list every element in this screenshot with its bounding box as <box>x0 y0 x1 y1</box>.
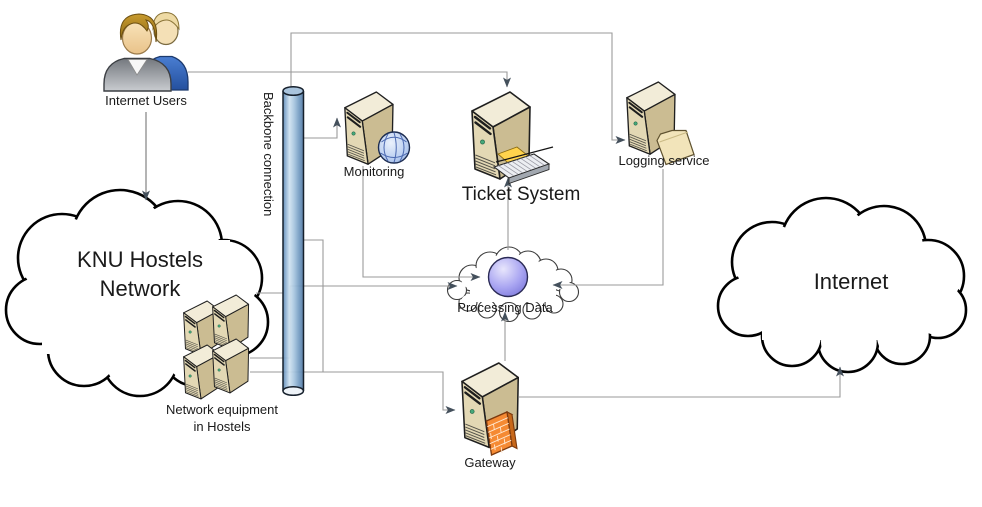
edge-backbone-to-gateway <box>303 239 456 414</box>
internet-users-icon <box>103 11 189 92</box>
keyboard-icon <box>492 146 554 185</box>
monitoring-server-icon <box>343 91 411 166</box>
edge-users-to-ticket <box>188 71 511 88</box>
processing-data-label: Processing Data <box>457 300 553 315</box>
monitoring-label: Monitoring <box>343 164 405 179</box>
connectors <box>142 32 844 414</box>
internet-users-label: Internet Users <box>105 93 187 108</box>
backbone-cylinder-icon <box>282 85 305 397</box>
ticket-system-server-icon <box>470 90 554 185</box>
folder-icon <box>656 129 695 166</box>
logging-service-server-icon <box>625 81 695 166</box>
network-equipment-label: Network equipment in Hostels <box>166 402 278 434</box>
firewall-icon <box>485 411 518 456</box>
internet-label: Internet <box>813 269 889 294</box>
gateway-server-icon <box>460 361 520 456</box>
ticket-system-label: Ticket System <box>461 184 581 205</box>
gateway-label: Gateway <box>464 455 516 470</box>
edge-equipment-to-processing <box>250 282 458 359</box>
edge-monitoring-to-processing <box>362 166 481 281</box>
backbone-label: Backbone connection <box>261 92 276 217</box>
edge-gateway-to-internet <box>519 366 844 398</box>
edge-backbone-to-monitoring <box>303 117 341 139</box>
internet-cloud-icon <box>716 196 968 374</box>
globe-icon <box>377 131 411 164</box>
logging-service-label: Logging service <box>618 153 710 168</box>
data-sphere-icon <box>487 256 529 298</box>
edge-backbone-to-logging <box>290 32 626 144</box>
knu-network-label: KNU Hostels Network <box>77 247 203 301</box>
edge-logging-to-processing <box>552 169 664 289</box>
